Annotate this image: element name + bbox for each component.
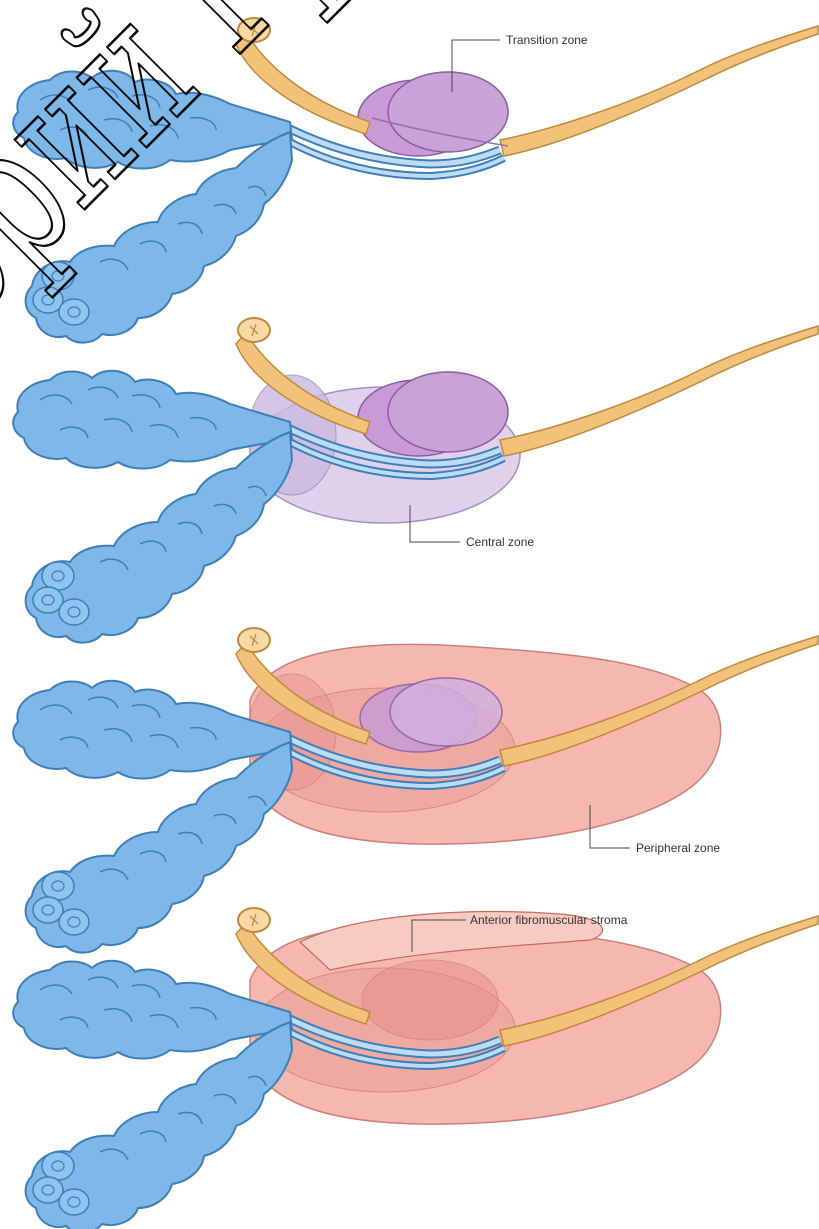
label-fibromuscular-stroma: Anterior fibromuscular stroma	[470, 913, 628, 927]
panel-fibromuscular-stroma: Anterior fibromuscular stroma	[13, 908, 818, 1229]
transition-zone-lobes-2	[358, 372, 508, 456]
panel-peripheral-zone: Peripheral zone	[13, 628, 818, 953]
label-transition-zone: Transition zone	[506, 33, 588, 47]
transition-zone-lobes	[358, 72, 508, 156]
label-central-zone: Central zone	[466, 535, 534, 549]
label-peripheral-zone: Peripheral zone	[636, 841, 720, 855]
fibromuscular-stroma-body	[250, 912, 721, 1125]
peripheral-zone-body	[248, 644, 721, 844]
panel-central-zone: Central zone	[13, 318, 818, 643]
